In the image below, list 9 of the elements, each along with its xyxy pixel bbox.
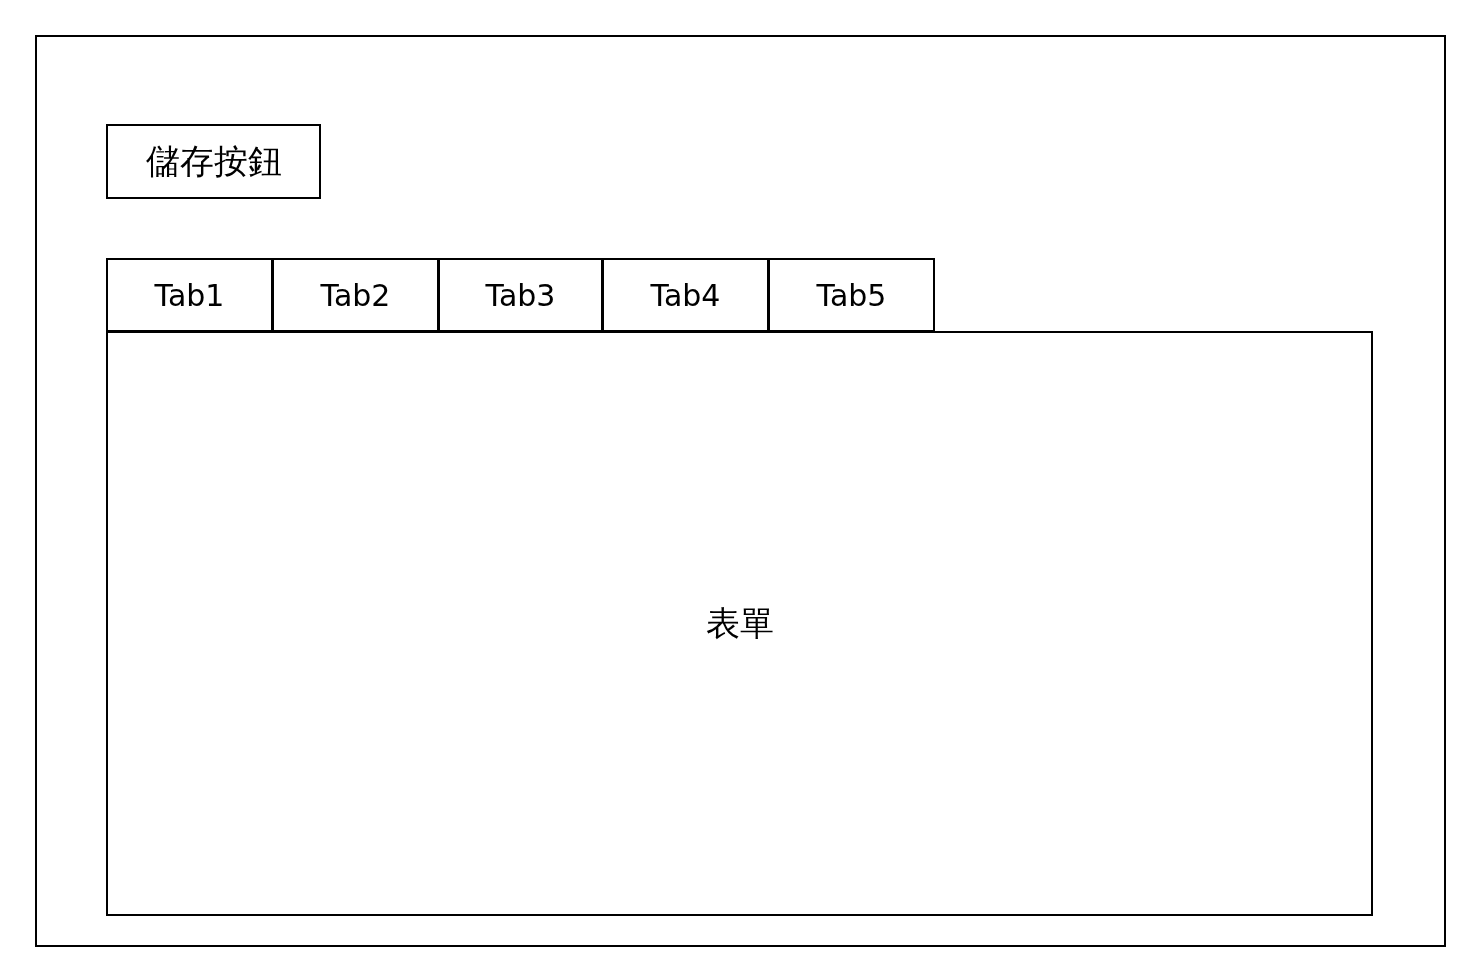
tab: Tab4 [602,258,769,332]
save-button: 儲存按鈕 [106,124,321,199]
tab: Tab5 [768,258,935,332]
panel-title: 表單 [705,601,774,645]
tab: Tab3 [438,258,603,332]
tab: Tab2 [272,258,439,332]
frame-box [35,35,1446,947]
form-panel [106,331,1373,916]
tab: Tab1 [106,258,273,332]
